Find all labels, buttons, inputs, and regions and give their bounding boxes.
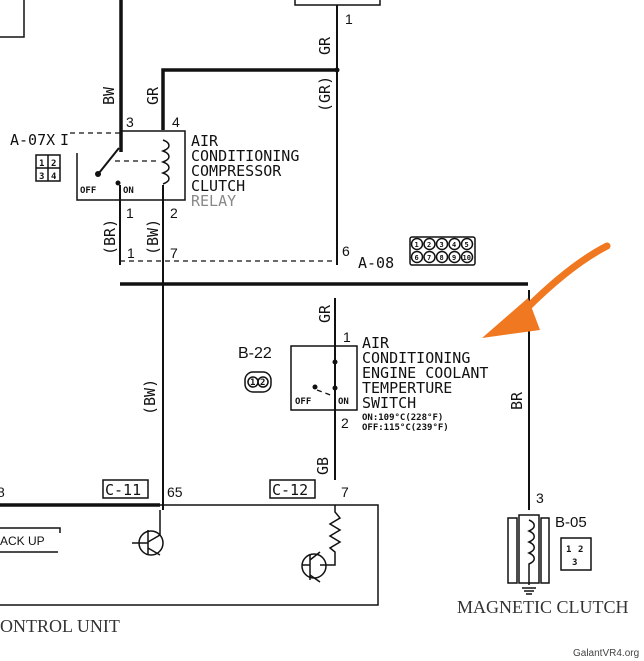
svg-text:ON:109°C(228°F): ON:109°C(228°F) xyxy=(362,413,443,423)
svg-text:8: 8 xyxy=(0,484,5,500)
svg-text:TEMPERTURE: TEMPERTURE xyxy=(362,379,452,397)
wire-label-gr: GR xyxy=(316,36,334,55)
svg-text:4: 4 xyxy=(51,172,57,182)
watermark: GalantVR4.org xyxy=(573,648,639,659)
a08-pin-icon xyxy=(410,250,424,264)
svg-text:3: 3 xyxy=(572,558,577,568)
svg-text:ENGINE COOLANT: ENGINE COOLANT xyxy=(362,364,488,382)
wire-label-br: BR xyxy=(508,391,526,410)
svg-text:AIR: AIR xyxy=(191,132,219,150)
svg-text:MAGNETIC CLUTCH: MAGNETIC CLUTCH xyxy=(457,597,629,617)
a08-pin-number: 2 xyxy=(427,241,431,249)
a08-pin-number: 1 xyxy=(415,241,419,249)
svg-text:2: 2 xyxy=(341,415,349,431)
svg-text:GR: GR xyxy=(316,304,334,323)
svg-text:2: 2 xyxy=(260,378,265,388)
a08-pin-number: 10 xyxy=(463,254,471,262)
svg-text:RELAY: RELAY xyxy=(191,192,236,210)
a08-pin-1: 1 xyxy=(127,245,135,261)
wire-label-gr-relay: GR xyxy=(144,86,162,105)
a08-pin-number: 8 xyxy=(440,254,444,262)
svg-text:ON: ON xyxy=(123,186,134,196)
svg-text:ON: ON xyxy=(338,397,349,407)
a08-pin-icon xyxy=(460,237,474,251)
svg-text:2: 2 xyxy=(51,159,56,169)
b22-connector-icon: 1 2 xyxy=(244,371,272,393)
a08-pin-icon xyxy=(448,237,461,251)
a08-pin-icon xyxy=(448,250,461,264)
svg-text:2: 2 xyxy=(578,545,583,555)
wire-label-br-paren: (BR) xyxy=(101,219,119,255)
a08-pin-icon xyxy=(435,250,449,264)
a08-id: A-08 xyxy=(358,254,394,272)
svg-text:ACK UP: ACK UP xyxy=(0,534,45,548)
relay-a07x: A-07X I 1 2 3 4 OFF ON 3 4 1 2 AIR CONDI… xyxy=(10,114,299,510)
svg-text:4: 4 xyxy=(172,114,180,130)
wire-label-bw: BW xyxy=(100,86,118,105)
a08-pin-7: 7 xyxy=(170,245,178,261)
svg-text:C-12: C-12 xyxy=(272,481,308,499)
svg-text:AIR: AIR xyxy=(362,334,390,352)
svg-text:C-11: C-11 xyxy=(105,481,141,499)
wire-label-bw-paren-2: (BW) xyxy=(141,379,159,415)
svg-text:1: 1 xyxy=(126,205,134,221)
svg-text:OFF: OFF xyxy=(295,397,311,407)
coolant-temperature-switch: GR OFF ON 1 2 B-22 1 2 AIR CONDITIONING … xyxy=(238,298,488,480)
junction xyxy=(334,67,340,73)
top-left-box xyxy=(0,0,25,38)
svg-text:7: 7 xyxy=(341,484,349,500)
top-pin-label: 1 xyxy=(345,11,353,27)
a08-pin-number: 4 xyxy=(452,241,456,249)
svg-text:3: 3 xyxy=(536,490,544,506)
a08-pin-number: 3 xyxy=(440,241,444,249)
svg-text:1: 1 xyxy=(39,159,44,169)
wire-label-gr-paren: (GR) xyxy=(316,76,334,112)
svg-text:OFF: OFF xyxy=(80,186,96,196)
svg-text:ONTROL UNIT: ONTROL UNIT xyxy=(0,616,120,636)
svg-text:65: 65 xyxy=(167,484,183,500)
svg-text:OFF:115°C(239°F): OFF:115°C(239°F) xyxy=(362,423,449,433)
a08-pin-icon xyxy=(423,250,436,264)
svg-text:B-22: B-22 xyxy=(238,345,272,362)
svg-text:1: 1 xyxy=(566,545,571,555)
svg-text:3: 3 xyxy=(126,114,134,130)
engine-control-unit: GB 8 C-11 65 C-12 7 ACK UP ONTROL UNIT xyxy=(0,457,379,636)
svg-text:CONDITIONING: CONDITIONING xyxy=(191,147,299,165)
svg-text:CONDITIONING: CONDITIONING xyxy=(362,349,470,367)
svg-text:CLUTCH: CLUTCH xyxy=(191,177,245,195)
a08-pin-number: 7 xyxy=(427,254,431,262)
top-component-box xyxy=(294,0,381,6)
a08-pin-number: 9 xyxy=(452,254,456,262)
gr-wire-branch xyxy=(161,68,337,130)
orange-arrow-annotation xyxy=(482,242,611,338)
svg-text:3: 3 xyxy=(39,172,44,182)
relay-id: A-07X xyxy=(10,131,55,149)
a08-pin-icon xyxy=(435,237,449,251)
relay-switch-contact xyxy=(98,147,120,174)
svg-text:COMPRESSOR: COMPRESSOR xyxy=(191,162,282,180)
a08-pin-number: 6 xyxy=(415,254,419,262)
svg-text:B-05: B-05 xyxy=(555,514,587,531)
relay-id-mark: I xyxy=(60,131,69,149)
a08-pin-icon xyxy=(423,237,436,251)
a08-pin-6: 6 xyxy=(342,243,350,259)
magnetic-clutch: 3 B-05 1 2 3 MAGNETIC CLUTCH xyxy=(457,490,629,617)
svg-text:1: 1 xyxy=(250,378,255,388)
svg-text:2: 2 xyxy=(170,205,178,221)
relay-connector-icon: 1 2 3 4 xyxy=(35,154,61,182)
b05-connector-icon: 1 2 3 xyxy=(560,537,592,571)
svg-text:1: 1 xyxy=(343,329,351,345)
svg-text:SWITCH: SWITCH xyxy=(362,394,416,412)
a08-pin-icon xyxy=(460,250,474,264)
a08-pin-icon xyxy=(410,237,424,251)
wire-label-bw-paren: (BW) xyxy=(144,219,162,255)
a08-pin-number: 5 xyxy=(465,241,469,249)
svg-text:GB: GB xyxy=(314,457,332,475)
